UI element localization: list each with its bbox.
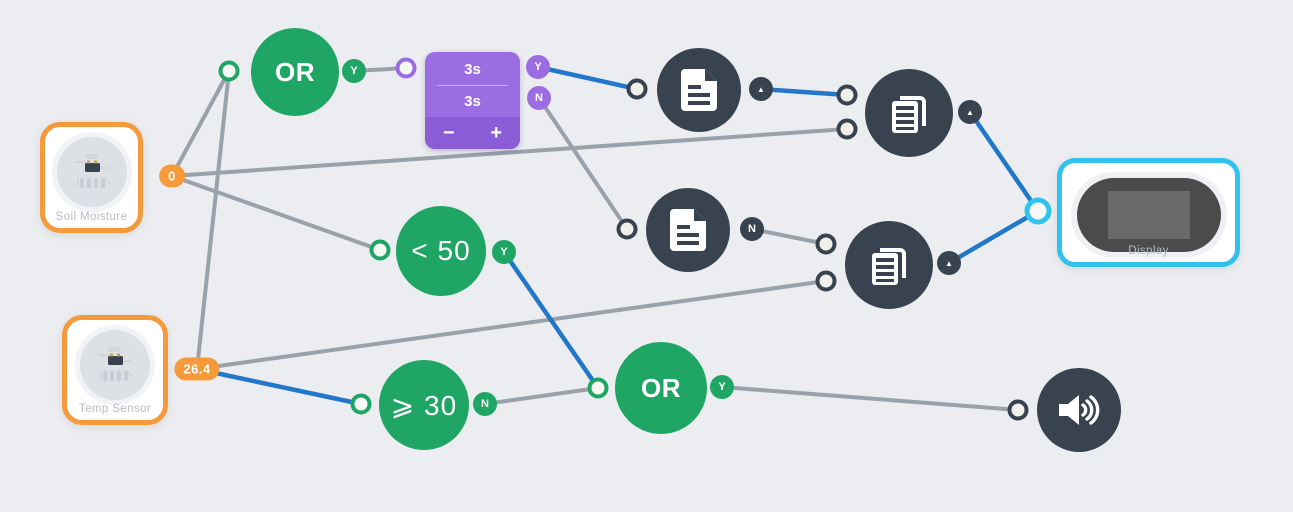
- documents-node-2[interactable]: [845, 221, 933, 309]
- display-input-port[interactable]: [1024, 197, 1052, 225]
- documents1-input-port-1[interactable]: [836, 84, 858, 106]
- document1-input-port[interactable]: [626, 78, 648, 100]
- less-than-50-node-label: < 50: [411, 235, 471, 266]
- document2-output-n[interactable]: N: [740, 217, 764, 241]
- wire-gray-8[interactable]: [483, 386, 600, 406]
- display-body: [1076, 178, 1221, 252]
- speaker-input-port[interactable]: [1007, 399, 1029, 421]
- soil-moisture-value-badge: 0: [159, 164, 185, 188]
- documents1-input-port-2[interactable]: [836, 118, 858, 140]
- file-icon: [670, 209, 706, 251]
- or1-output-y[interactable]: Y: [342, 59, 366, 83]
- temp-sensor-node[interactable]: Temp Sensor: [62, 315, 168, 425]
- greater-equal-30-node-label: ⩾ 30: [390, 389, 458, 421]
- display-node-label: Display: [1128, 245, 1169, 257]
- gte30-output-n[interactable]: N: [473, 392, 497, 416]
- document-node-1[interactable]: [657, 48, 741, 132]
- temp-sensor-node-label: Temp Sensor: [78, 403, 152, 415]
- display-node[interactable]: Display: [1057, 158, 1240, 267]
- timer-values: 3s 3s: [425, 52, 520, 117]
- or-gate-2-node-label: OR: [641, 372, 681, 403]
- wire-blue-10[interactable]: [194, 366, 364, 407]
- documents2-input-port-2[interactable]: [815, 270, 837, 292]
- or2-input-port[interactable]: [587, 377, 609, 399]
- file-icon: [681, 69, 717, 111]
- device-icon: [68, 148, 116, 196]
- files-icon: [889, 92, 929, 134]
- wire-blue-14[interactable]: [967, 109, 1041, 214]
- wire-gray-1[interactable]: [195, 69, 231, 371]
- soil-moisture-node-label: Soil Moisture: [55, 211, 128, 223]
- device-photo: [80, 330, 150, 400]
- wire-gray-7[interactable]: [750, 227, 828, 246]
- or-gate-1-node-label: OR: [275, 56, 315, 87]
- wire-blue-13[interactable]: [501, 249, 601, 391]
- or2-output-y[interactable]: Y: [710, 375, 734, 399]
- documents2-input-port-1[interactable]: [815, 233, 837, 255]
- or1-input-port[interactable]: [218, 60, 240, 82]
- timer-value-0: 3s: [464, 61, 481, 78]
- increase-delay-button[interactable]: +: [490, 122, 503, 144]
- document1-output[interactable]: ▲: [749, 77, 773, 101]
- document-node-2[interactable]: [646, 188, 730, 272]
- wire-gray-6[interactable]: [537, 96, 629, 231]
- wire-gray-4[interactable]: [195, 279, 828, 371]
- documents2-output[interactable]: ▲: [937, 251, 961, 275]
- decrease-delay-button[interactable]: −: [442, 122, 455, 144]
- documents-node-1[interactable]: [865, 69, 953, 157]
- lt50-output-y[interactable]: Y: [492, 240, 516, 264]
- or-gate-1-node[interactable]: OR: [251, 28, 339, 116]
- greater-equal-30-node[interactable]: ⩾ 30: [379, 360, 469, 450]
- soil-moisture-node[interactable]: Soil Moisture: [40, 122, 143, 233]
- display-device: [1070, 172, 1227, 258]
- gte30-input-port[interactable]: [350, 393, 372, 415]
- wire-gray-3[interactable]: [170, 127, 849, 178]
- less-than-50-node[interactable]: < 50: [396, 206, 486, 296]
- timer-divider: [437, 85, 508, 86]
- wire-gray-9[interactable]: [720, 385, 1020, 412]
- wire-blue-15[interactable]: [946, 208, 1041, 266]
- device-icon: [91, 341, 139, 389]
- wire-blue-12[interactable]: [758, 86, 850, 98]
- speaker-node[interactable]: [1037, 368, 1121, 452]
- or-gate-2-node[interactable]: OR: [615, 342, 707, 434]
- temp-sensor-value-badge: 26.4: [174, 357, 220, 381]
- timer-output-n[interactable]: N: [527, 86, 551, 110]
- timer-input-port[interactable]: [395, 57, 417, 79]
- timer-controls: −+: [425, 117, 520, 149]
- wire-gray-0[interactable]: [170, 69, 231, 178]
- timer-value-1: 3s: [464, 93, 481, 110]
- display-screen: [1107, 191, 1190, 239]
- wire-blue-11[interactable]: [535, 64, 640, 92]
- lt50-input-port[interactable]: [369, 239, 391, 261]
- documents1-output[interactable]: ▲: [958, 100, 982, 124]
- files-icon: [869, 244, 909, 286]
- wire-gray-2[interactable]: [170, 174, 382, 252]
- document2-input-port[interactable]: [616, 218, 638, 240]
- timer-output-y[interactable]: Y: [526, 55, 550, 79]
- device-photo: [56, 137, 127, 207]
- speaker-icon: [1057, 392, 1101, 428]
